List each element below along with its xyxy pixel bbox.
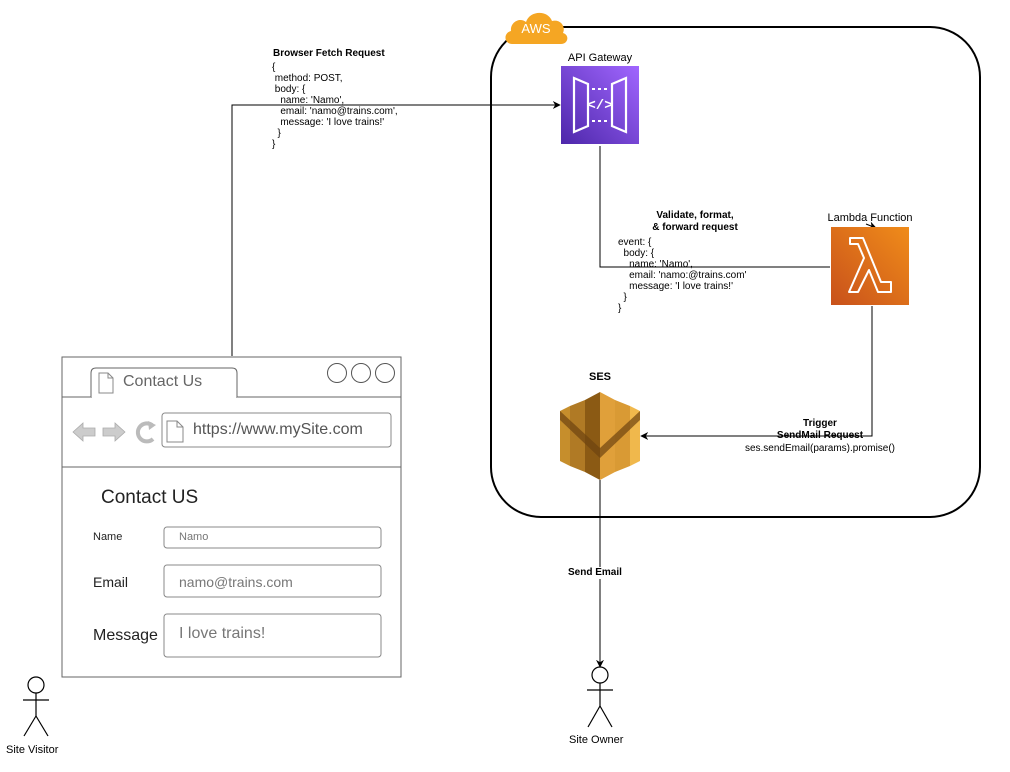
email-label: Email xyxy=(93,574,129,590)
address-bar-url[interactable]: https://www.mySite.com xyxy=(193,421,363,438)
ses-label: SES xyxy=(588,371,611,383)
api-gateway-label: API Gateway xyxy=(567,52,633,64)
email-field[interactable] xyxy=(163,564,382,598)
validate-payload: event: { body: { name: 'Namo', email: 'n… xyxy=(618,237,747,314)
site-owner-label: Site Owner xyxy=(569,734,624,746)
aws-cloud-boundary xyxy=(490,26,981,518)
lambda-label: Lambda Function xyxy=(827,212,913,224)
lambda-icon xyxy=(831,227,909,305)
site-visitor-actor xyxy=(23,676,49,737)
message-field[interactable] xyxy=(163,613,382,658)
ses-icon xyxy=(560,392,640,480)
window-button-maximize xyxy=(351,363,371,383)
browser-window xyxy=(61,356,402,678)
back-arrow-icon xyxy=(72,422,96,442)
window-button-minimize xyxy=(327,363,347,383)
browser-tab-title[interactable]: Contact Us xyxy=(123,373,203,390)
window-button-close xyxy=(375,363,395,383)
site-owner-actor xyxy=(587,666,613,728)
email-field-value[interactable]: namo@trains.com xyxy=(179,574,293,590)
message-field-value[interactable]: I love trains! xyxy=(179,625,266,642)
trigger-title: Trigger SendMail Request xyxy=(776,418,864,441)
page-heading: Contact US xyxy=(101,487,199,508)
aws-badge-label: AWS xyxy=(521,21,551,36)
fetch-request-title: Browser Fetch Request xyxy=(273,48,385,59)
name-field[interactable] xyxy=(163,526,382,549)
fetch-request-payload: { method: POST, body: { name: 'Namo', em… xyxy=(272,62,398,150)
name-label: Name xyxy=(93,531,123,543)
aws-cloud-icon xyxy=(505,12,568,44)
tab-page-icon xyxy=(98,372,114,394)
svg-text:</>: </> xyxy=(587,98,612,114)
gateway-to-lambda-connector xyxy=(599,146,830,268)
refresh-icon xyxy=(135,421,155,444)
validate-title: Validate, format, & forward request xyxy=(652,210,738,233)
address-page-icon xyxy=(166,420,184,443)
forward-arrow-icon xyxy=(102,422,126,442)
fetch-request-connector xyxy=(231,101,561,356)
api-gateway-icon: </> xyxy=(561,66,639,144)
send-email-label: Send Email xyxy=(566,567,624,579)
trigger-code: ses.sendEmail(params).promise() xyxy=(744,443,896,454)
name-field-value[interactable]: Namo xyxy=(179,531,209,543)
address-bar[interactable] xyxy=(161,412,392,448)
site-visitor-label: Site Visitor xyxy=(6,744,59,756)
lambda-to-ses-connector xyxy=(640,306,873,440)
message-label: Message xyxy=(93,627,158,644)
